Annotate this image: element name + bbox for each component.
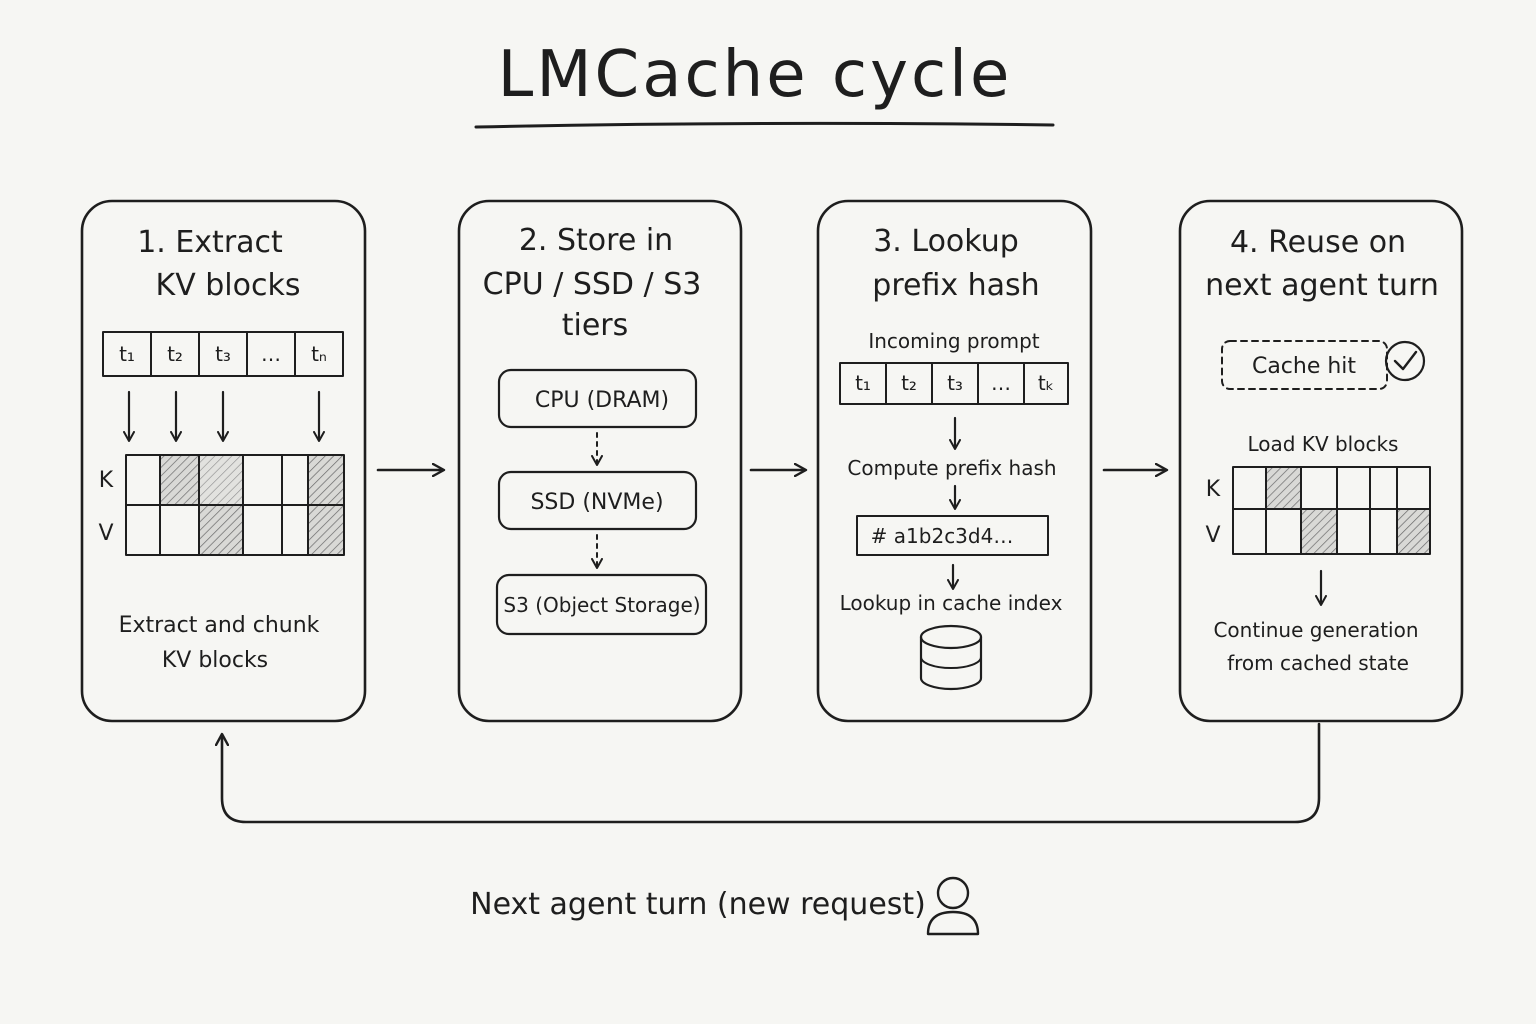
step-1-down-arrows (123, 390, 325, 442)
step-1-heading-line-1: 1. Extract (137, 225, 283, 260)
token-cell: tₙ (311, 342, 327, 366)
token-cell: … (261, 342, 281, 366)
step-3-panel: 3. Lookup prefix hash Incoming prompt t₁… (816, 199, 1093, 723)
step-4-heading-line-2: next agent turn (1205, 268, 1439, 303)
k-row-label: K (99, 468, 114, 493)
step-2-heading-line-3: tiers (562, 308, 629, 343)
title-underline (474, 121, 1055, 129)
token-cell: t₂ (901, 371, 917, 395)
step-1-panel: 1. Extract KV blocks t₁ t₂ t₃ … tₙ K V (80, 199, 367, 723)
tier-s3-box: S3 (Object Storage) (495, 573, 708, 636)
token-cell: t₂ (167, 342, 183, 366)
token-cell: … (991, 371, 1011, 395)
step-1-token-row: t₁ t₂ t₃ … tₙ (102, 331, 344, 377)
tier-cpu-label: CPU (DRAM) (535, 388, 669, 413)
tier-ssd-label: SSD (NVMe) (530, 490, 663, 515)
cache-hit-label: Cache hit (1252, 354, 1356, 379)
hash-value: # a1b2c3d4… (871, 524, 1014, 548)
user-icon (926, 876, 980, 936)
step-1-caption-line-2: KV blocks (162, 648, 268, 673)
token-cell: t₁ (119, 342, 135, 366)
next-agent-turn-label: Next agent turn (new request) (470, 887, 926, 922)
tier-s3-label: S3 (Object Storage) (503, 593, 700, 617)
step-3-heading-line-2: prefix hash (872, 268, 1039, 303)
v-row-label: V (98, 521, 113, 546)
step-4-panel: 4. Reuse on next agent turn Cache hit Lo… (1178, 199, 1464, 723)
lookup-cache-index-label: Lookup in cache index (840, 591, 1063, 615)
step-2-heading-line-1: 2. Store in (519, 223, 673, 258)
tier-cpu-box: CPU (DRAM) (497, 368, 698, 429)
token-cell: t₃ (947, 371, 963, 395)
diagram-title: LMCache cycle (498, 38, 1013, 112)
step-3-heading-line-1: 3. Lookup (873, 224, 1019, 259)
step-1-caption-line-1: Extract and chunk (119, 613, 320, 638)
step-4-caption-line-2: from cached state (1227, 651, 1409, 675)
step-4-kv-grid (1232, 466, 1431, 555)
step-4-heading-line-1: 4. Reuse on (1230, 225, 1406, 260)
step-1-heading-line-2: KV blocks (156, 268, 301, 303)
check-circle-icon (1384, 340, 1426, 382)
tier-ssd-box: SSD (NVMe) (497, 470, 698, 531)
compute-prefix-hash-label: Compute prefix hash (847, 456, 1056, 480)
load-kv-blocks-label: Load KV blocks (1248, 432, 1399, 456)
step-3-token-row: t₁ t₂ t₃ … tₖ (839, 362, 1069, 405)
v-row-label: V (1205, 523, 1220, 548)
k-row-label: K (1206, 477, 1221, 502)
step-4-caption-line-1: Continue generation (1213, 618, 1418, 642)
token-cell: tₖ (1038, 371, 1054, 395)
step-1-kv-grid (125, 454, 345, 556)
step-2-heading-line-2: CPU / SSD / S3 (483, 267, 702, 302)
database-icon (919, 624, 983, 691)
token-cell: t₁ (855, 371, 871, 395)
step-2-panel: 2. Store in CPU / SSD / S3 tiers CPU (DR… (457, 199, 743, 723)
token-cell: t₃ (215, 342, 231, 366)
cache-hit-badge: Cache hit (1221, 340, 1388, 390)
hash-value-box: # a1b2c3d4… (856, 515, 1049, 556)
incoming-prompt-label: Incoming prompt (868, 329, 1039, 353)
loop-back-arrow (222, 722, 1321, 824)
